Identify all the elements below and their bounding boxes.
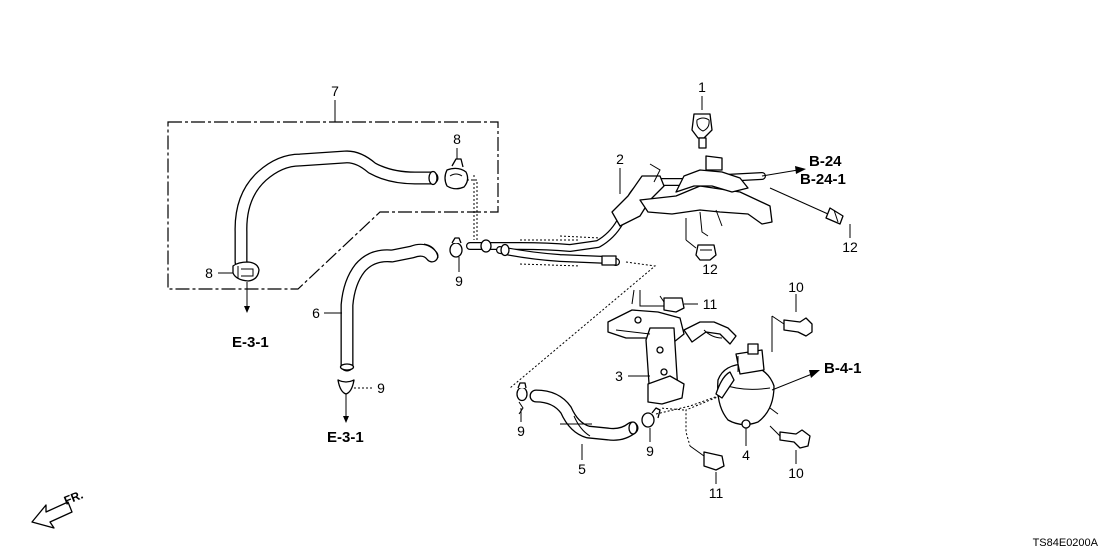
bolt-12-lower xyxy=(685,218,717,261)
callout-8-lower: 8 xyxy=(205,265,213,281)
clip-1 xyxy=(691,96,713,149)
diagram-code: TS84E0200A xyxy=(1033,537,1099,549)
clamp-9-a xyxy=(449,237,463,272)
ref-b-24: B-24 xyxy=(809,153,842,170)
callout-6: 6 xyxy=(312,305,320,321)
bolt-11-lower xyxy=(689,445,725,484)
bolt-12-upper xyxy=(769,187,851,238)
ref-b-4-1: B-4-1 xyxy=(824,360,862,377)
group-7-outline xyxy=(167,100,499,290)
ref-b-24-1: B-24-1 xyxy=(800,171,846,188)
bracket-3 xyxy=(607,289,737,405)
callout-9-a: 9 xyxy=(455,273,463,289)
callout-9-c: 9 xyxy=(517,423,525,439)
clamp-8-upper xyxy=(444,148,469,190)
clamp-8-lower xyxy=(218,261,260,282)
callout-8-upper: 8 xyxy=(453,131,461,147)
hose-7 xyxy=(234,150,439,269)
front-direction-label: FR. xyxy=(62,488,85,508)
bolt-10-lower xyxy=(769,425,811,464)
callout-11-upper: 11 xyxy=(703,296,718,312)
hose-6 xyxy=(339,243,439,372)
callout-5: 5 xyxy=(578,461,586,477)
clamp-9-b xyxy=(337,379,374,418)
bolt-11-upper xyxy=(639,290,698,313)
callout-12-center: 12 xyxy=(702,261,718,277)
hose-5 xyxy=(529,389,639,441)
bolt-10-upper xyxy=(771,294,813,352)
callout-9-b: 9 xyxy=(377,380,385,396)
pipe-assembly-2 xyxy=(466,155,773,267)
solenoid-valve-4 xyxy=(715,343,779,446)
callout-4: 4 xyxy=(742,447,750,463)
clamp-9-d xyxy=(641,407,661,442)
callout-10-upper: 10 xyxy=(788,279,804,295)
callout-9-d: 9 xyxy=(646,443,654,459)
front-direction-arrow xyxy=(31,501,73,529)
clamp-9-c xyxy=(516,382,528,422)
ref-e-3-1-left: E-3-1 xyxy=(232,334,269,351)
ref-e-3-1-bottom: E-3-1 xyxy=(327,429,364,446)
callout-11-lower: 11 xyxy=(709,485,724,501)
callout-10-lower: 10 xyxy=(788,465,804,481)
callout-7: 7 xyxy=(331,83,339,99)
callout-3: 3 xyxy=(615,368,623,384)
callout-12-right: 12 xyxy=(842,239,858,255)
callout-2: 2 xyxy=(616,151,624,167)
callout-1: 1 xyxy=(698,79,706,95)
